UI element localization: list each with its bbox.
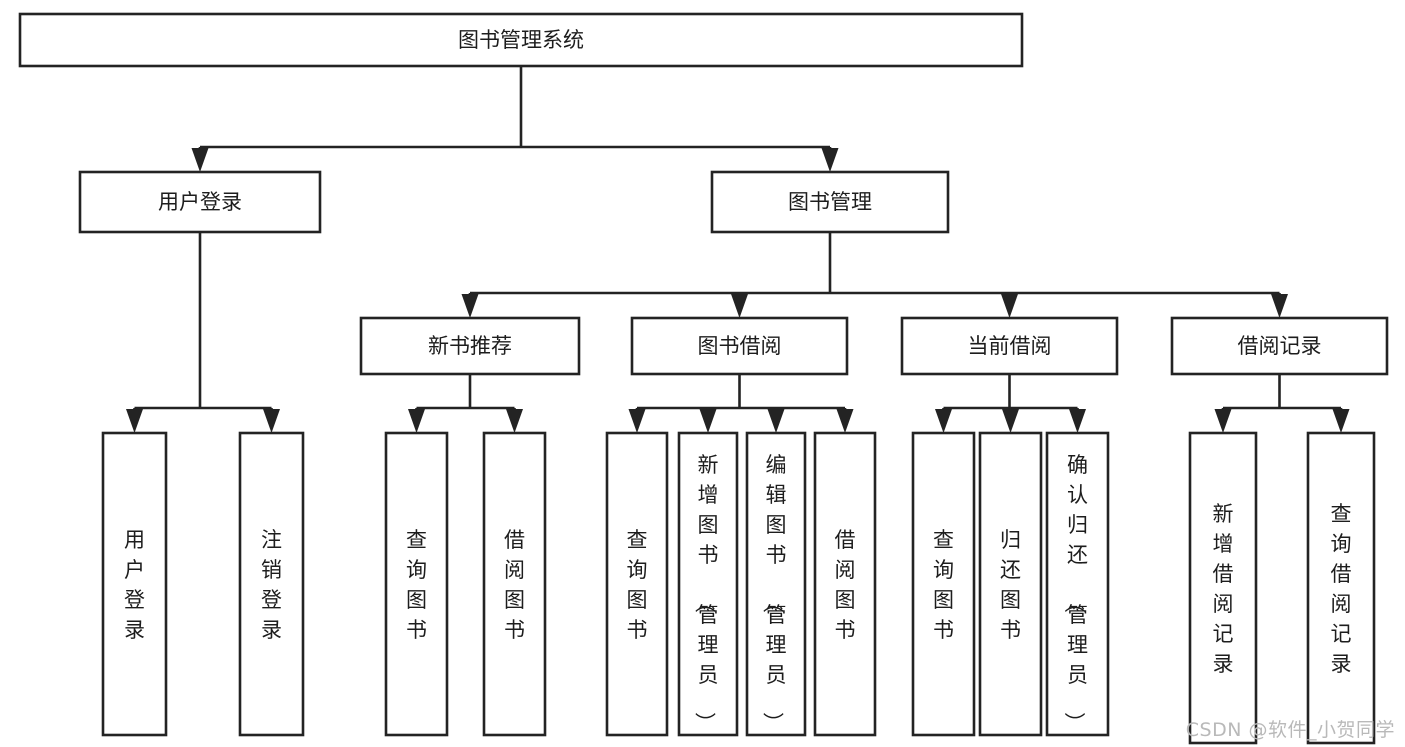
node-leaf-query-record[interactable]: 查询借阅记录 — [1306, 431, 1376, 745]
arrow-icon-leaf-add-book — [699, 409, 717, 433]
node-leaf-confirm-return[interactable]: 确认归还（管理员） — [1045, 431, 1110, 737]
node-label-leaf-borrow-book: 借阅图书 — [835, 528, 856, 642]
arrow-icon-records — [1271, 294, 1288, 318]
node-leaf-query-books-new[interactable]: 查询图书 — [384, 431, 449, 737]
node-newbook[interactable]: 新书推荐 — [359, 316, 581, 376]
node-box-leaf-query-books-c — [911, 431, 976, 737]
node-bookmgmt[interactable]: 图书管理 — [710, 170, 950, 234]
node-label-root: 图书管理系统 — [458, 28, 584, 52]
node-leaf-query-books-b[interactable]: 查询图书 — [605, 431, 669, 737]
node-records[interactable]: 借阅记录 — [1170, 316, 1389, 376]
node-label-borrow: 图书借阅 — [698, 334, 782, 358]
node-box-newbook — [359, 316, 581, 376]
node-borrow[interactable]: 图书借阅 — [630, 316, 849, 376]
node-leaf-add-record[interactable]: 新增借阅记录 — [1188, 431, 1258, 745]
node-box-leaf-query-books-new — [384, 431, 449, 737]
node-leaf-return-book[interactable]: 归还图书 — [978, 431, 1043, 737]
node-login[interactable]: 用户登录 — [78, 170, 322, 234]
node-box-leaf-borrow-book — [813, 431, 877, 737]
node-label-leaf-logout: 注销登录 — [261, 528, 282, 642]
node-label-leaf-add-book: 新增图书（管理员） — [693, 453, 719, 733]
arrow-icon-bookmgmt — [821, 148, 839, 172]
connector-layer — [126, 66, 1350, 433]
node-label-leaf-query-record: 查询借阅记录 — [1331, 502, 1352, 676]
arrow-icon-leaf-return-book — [1002, 409, 1019, 433]
arrow-icon-login — [191, 148, 209, 172]
arrow-icon-leaf-query-books-c — [935, 409, 952, 433]
arrow-icon-leaf-confirm-return — [1069, 409, 1086, 433]
arrow-icon-leaf-add-record — [1214, 409, 1232, 433]
node-label-leaf-return-book: 归还图书 — [1000, 528, 1021, 642]
node-leaf-logout[interactable]: 注销登录 — [238, 431, 305, 737]
node-label-current: 当前借阅 — [968, 334, 1052, 358]
arrow-icon-leaf-query-record — [1332, 409, 1350, 433]
node-box-leaf-logout — [238, 431, 305, 737]
node-label-leaf-confirm-return: 确认归还（管理员） — [1062, 453, 1088, 733]
node-box-leaf-query-books-b — [605, 431, 669, 737]
arrow-icon-leaf-edit-book — [767, 409, 785, 433]
node-leaf-user-login[interactable]: 用户登录 — [101, 431, 168, 737]
node-box-leaf-query-record — [1306, 431, 1376, 745]
node-current[interactable]: 当前借阅 — [900, 316, 1119, 376]
node-label-leaf-query-books-b: 查询图书 — [627, 528, 648, 642]
node-box-root — [18, 12, 1024, 68]
node-layer: 图书管理系统用户登录图书管理新书推荐图书借阅当前借阅借阅记录用户登录注销登录查询… — [18, 12, 1389, 745]
node-box-records — [1170, 316, 1389, 376]
node-box-leaf-add-book — [677, 431, 739, 737]
node-root[interactable]: 图书管理系统 — [18, 12, 1024, 68]
node-label-leaf-edit-book: 编辑图书（管理员） — [761, 453, 787, 733]
node-label-bookmgmt: 图书管理 — [788, 190, 872, 214]
arrow-icon-leaf-query-books-b — [628, 409, 646, 433]
arrow-icon-newbook — [461, 294, 479, 318]
node-box-current — [900, 316, 1119, 376]
node-label-login: 用户登录 — [158, 190, 242, 214]
node-leaf-borrow-books-new[interactable]: 借阅图书 — [482, 431, 547, 737]
node-box-leaf-edit-book — [745, 431, 807, 737]
arrow-icon-leaf-user-login — [126, 409, 143, 433]
arrow-icon-leaf-logout — [263, 409, 280, 433]
node-box-leaf-return-book — [978, 431, 1043, 737]
node-label-leaf-query-books-c: 查询图书 — [933, 528, 954, 642]
node-label-leaf-user-login: 用户登录 — [124, 528, 145, 642]
arrow-icon-leaf-borrow-book — [836, 409, 854, 433]
node-label-newbook: 新书推荐 — [428, 334, 512, 358]
node-leaf-add-book[interactable]: 新增图书（管理员） — [677, 431, 739, 737]
node-leaf-borrow-book[interactable]: 借阅图书 — [813, 431, 877, 737]
arrow-icon-leaf-borrow-books-new — [506, 409, 523, 433]
node-box-leaf-confirm-return — [1045, 431, 1110, 737]
node-box-leaf-user-login — [101, 431, 168, 737]
arrow-icon-current — [1001, 294, 1018, 318]
node-leaf-edit-book[interactable]: 编辑图书（管理员） — [745, 431, 807, 737]
node-label-leaf-query-books-new: 查询图书 — [406, 528, 427, 642]
arrow-icon-borrow — [731, 294, 748, 318]
node-label-leaf-borrow-books-new: 借阅图书 — [504, 528, 525, 642]
node-box-borrow — [630, 316, 849, 376]
node-label-records: 借阅记录 — [1238, 334, 1322, 358]
node-leaf-query-books-c[interactable]: 查询图书 — [911, 431, 976, 737]
node-box-leaf-add-record — [1188, 431, 1258, 745]
node-box-login — [78, 170, 322, 234]
node-box-leaf-borrow-books-new — [482, 431, 547, 737]
node-box-bookmgmt — [710, 170, 950, 234]
arrow-icon-leaf-query-books-new — [408, 409, 425, 433]
node-label-leaf-add-record: 新增借阅记录 — [1213, 502, 1234, 676]
